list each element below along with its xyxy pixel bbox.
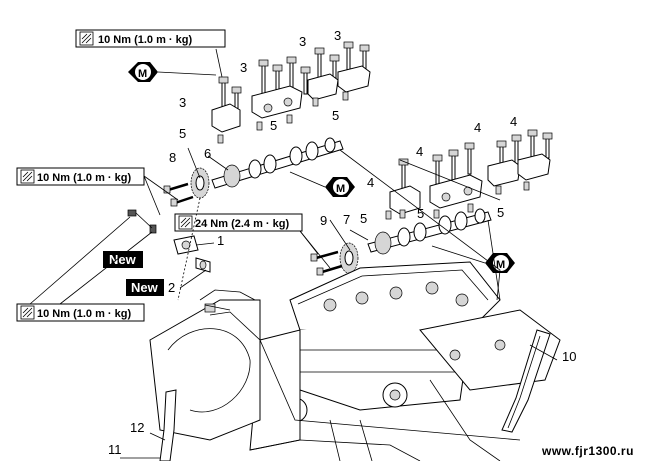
wrench-icon [22, 171, 33, 182]
svg-text:M: M [496, 259, 505, 271]
new-part-tag-2: New [126, 279, 164, 296]
callout-4: 4 [474, 120, 481, 135]
dowel-pins-left [217, 91, 349, 144]
intake-camshaft [211, 137, 344, 189]
callout-5: 5 [417, 206, 424, 221]
cylinder-head-assembly [249, 261, 501, 462]
cam-caps-left [211, 65, 371, 133]
bolts-right [398, 129, 553, 191]
callout-5: 5 [270, 118, 277, 133]
svg-text:New: New [109, 252, 137, 267]
svg-text:New: New [131, 280, 159, 295]
callout-11: 11 [108, 442, 122, 457]
new-part-tag-1: New [103, 251, 143, 268]
callout-7: 7 [343, 212, 350, 227]
callout-4: 4 [510, 114, 517, 129]
callout-5: 5 [497, 205, 504, 220]
callout-6: 6 [204, 146, 211, 161]
callout-3: 3 [179, 95, 186, 110]
torque-spec-box-center: 24 Nm (2.4 m · kg) [174, 213, 303, 232]
intake-cam-sprocket [190, 167, 210, 199]
svg-text:M: M [336, 183, 345, 195]
torque-spec-label: 24 Nm (2.4 m · kg) [195, 218, 289, 230]
callout-9: 9 [320, 213, 327, 228]
callout-10: 10 [562, 349, 576, 364]
watermark: www.fjr1300.ru [541, 444, 634, 458]
moly-oil-icon-middle: M [289, 171, 355, 197]
cam-chain-tensioner [127, 209, 211, 273]
chain-guide-exhaust [501, 329, 551, 433]
sprocket-bolts-right [310, 250, 343, 276]
callout-numbers: 1 2 3 3 3 3 4 4 4 4 5 5 5 5 5 5 6 7 8 9 … [108, 28, 576, 457]
torque-spec-box-top: 10 Nm (1.0 m · kg) [75, 29, 226, 48]
sprocket-bolts-left [163, 182, 194, 207]
gearbox-housing [149, 289, 261, 441]
moly-oil-icon-top: M [128, 62, 217, 82]
dowel-pins-right [385, 181, 530, 220]
leader-lines [29, 48, 558, 459]
callout-5: 5 [332, 108, 339, 123]
exhaust-camshaft [367, 208, 492, 255]
callout-8: 8 [169, 150, 176, 165]
exhaust-cam-sprocket [339, 242, 359, 274]
torque-spec-box-left-upper: 10 Nm (1.0 m · kg) [16, 167, 145, 186]
callout-5: 5 [360, 211, 367, 226]
wrench-icon [22, 307, 33, 318]
callout-5: 5 [179, 126, 186, 141]
callout-3: 3 [334, 28, 341, 43]
callout-2: 2 [168, 280, 175, 295]
wrench-icon [81, 33, 92, 44]
cam-caps-right [389, 153, 551, 215]
callout-4: 4 [367, 175, 374, 190]
callout-4: 4 [416, 144, 423, 159]
torque-spec-label: 10 Nm (1.0 m · kg) [98, 34, 192, 46]
moly-oil-icon-right: M [431, 245, 515, 273]
callout-1: 1 [217, 233, 224, 248]
torque-spec-label: 10 Nm (1.0 m · kg) [37, 308, 131, 320]
callout-3: 3 [240, 60, 247, 75]
torque-spec-box-left-lower: 10 Nm (1.0 m · kg) [16, 303, 145, 322]
callout-12: 12 [130, 420, 144, 435]
wrench-icon [180, 217, 191, 228]
torque-spec-label: 10 Nm (1.0 m · kg) [37, 172, 131, 184]
svg-text:M: M [138, 68, 147, 80]
callout-3: 3 [299, 34, 306, 49]
